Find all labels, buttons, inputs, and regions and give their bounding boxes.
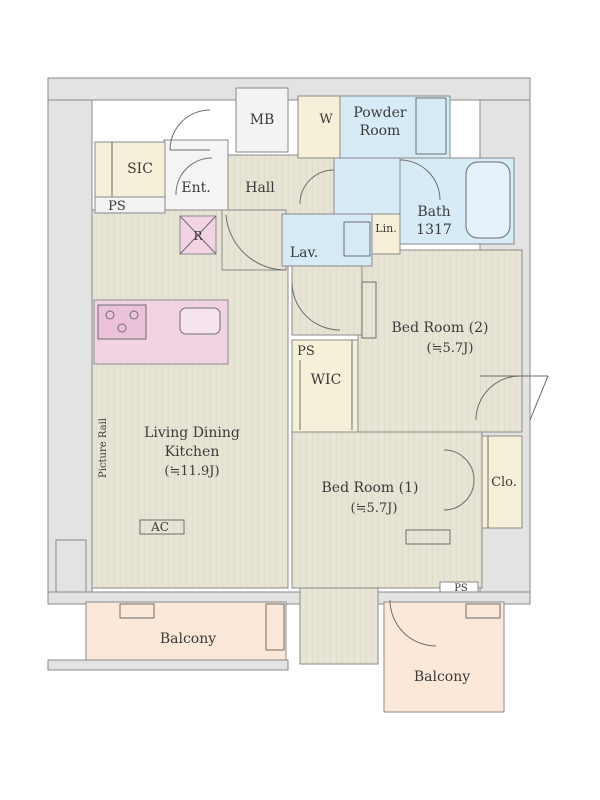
refrigerator-space — [179, 215, 217, 255]
balcony-right-label: Balcony — [414, 669, 470, 685]
bedroom1-floor — [291, 431, 483, 665]
bedroom2-label: Bed Room (2) — [392, 320, 489, 336]
clo-closet — [481, 435, 523, 529]
bedroom1-label: Bed Room (1) — [322, 480, 419, 496]
powder-room-label-line1: Powder — [353, 105, 407, 121]
mb-closet — [235, 87, 289, 153]
clo-label: Clo. — [491, 475, 517, 490]
wet-area — [281, 157, 401, 267]
bath-label: Bath — [417, 204, 450, 220]
bedroom2-floor — [291, 249, 523, 433]
wic-closet — [291, 339, 359, 433]
entrance-label: Ent. — [181, 180, 210, 196]
powder-room-label-line2: Room — [360, 123, 401, 139]
hall-label: Hall — [245, 180, 275, 196]
entrance-area — [163, 139, 229, 211]
ldk-size-label: (≒11.9J) — [164, 464, 219, 479]
balcony-left — [47, 601, 289, 671]
w-label: W — [319, 112, 333, 127]
picture-rail-label: Picture Rail — [98, 418, 109, 478]
linen-label: Lin. — [375, 222, 396, 235]
balcony-left-label: Balcony — [160, 631, 216, 647]
ps-top-label: PS — [108, 199, 126, 214]
wic-label: WIC — [311, 372, 342, 388]
kitchen-counter — [93, 299, 229, 365]
sic-closet — [94, 141, 166, 214]
bath-room — [399, 157, 515, 245]
hall-floor — [221, 154, 335, 271]
bedroom1-size-label: (≒5.7J) — [351, 501, 398, 516]
window-marks — [119, 281, 501, 651]
balcony-right — [383, 601, 505, 713]
powder-room — [297, 95, 451, 159]
ldk-label-line1: Living Dining — [144, 425, 240, 441]
lav-label: Lav. — [290, 245, 318, 261]
refrigerator-label: R — [193, 229, 203, 243]
ac-label: AC — [150, 520, 169, 534]
mb-label: MB — [250, 112, 275, 128]
door-swings — [169, 109, 549, 647]
linen-closet — [371, 213, 401, 255]
bedroom2-size-label: (≒5.7J) — [427, 341, 474, 356]
ps-bottom-label: PS — [454, 583, 468, 594]
ldk-label-line2: Kitchen — [165, 444, 220, 460]
sic-label: SIC — [127, 161, 153, 177]
ps-mid-label: PS — [297, 344, 315, 359]
bath-size-label: 1317 — [416, 222, 452, 238]
